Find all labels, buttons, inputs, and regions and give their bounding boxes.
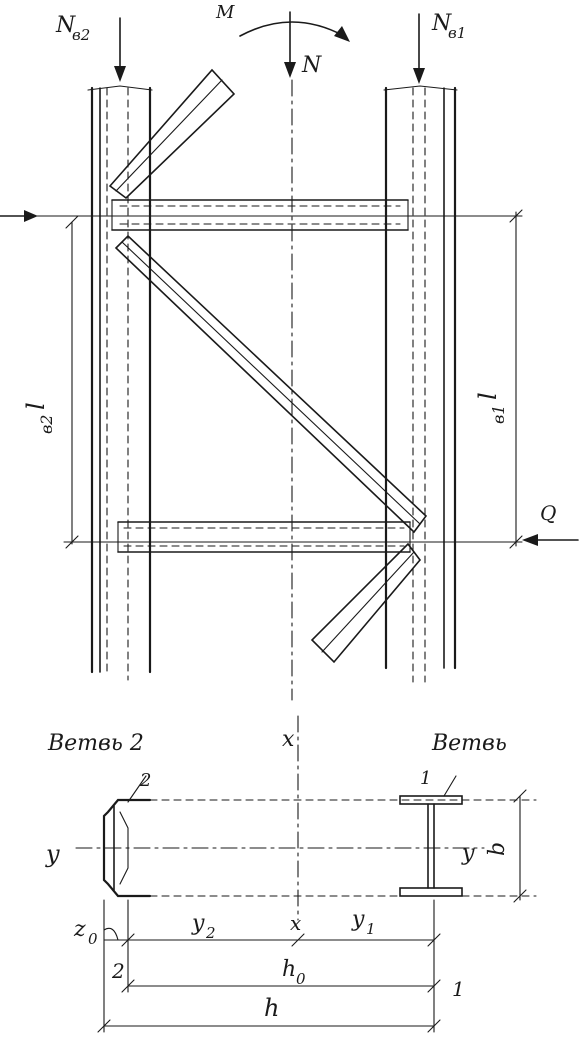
left-branch-elevation [90,86,152,681]
branch2-label: Ветвь 2 [47,731,144,756]
lower-strut [117,521,411,553]
shear-label: Q [540,501,556,525]
branch1-leader [443,775,457,797]
left-top-cut [87,85,153,91]
channel-section [102,798,152,898]
h0-label: h [282,957,296,982]
right-branch-elevation [384,86,457,683]
lb2-label: l [22,402,50,410]
moment-arc [239,21,345,37]
branch1-label: Ветвь [431,731,507,756]
h-label: h [264,994,279,1022]
branch2-leader [127,775,147,803]
lb2-label-group: l в2 [22,402,56,434]
y2-label: y [191,911,205,936]
z0-subscript: 0 [88,930,98,948]
upper-strut [111,199,409,231]
h0-subscript: 0 [296,970,306,988]
lb2-subscript: в2 [37,415,56,435]
nb2-label: N [55,13,76,38]
upper-diagonal-brace [108,68,236,200]
mark-2-bottom: 2 [111,959,125,983]
y1-subscript: 1 [366,920,376,938]
b-label: b [485,842,510,856]
x-axis-label-top: x [282,727,295,752]
y1-label: y [351,907,365,932]
lb1-label: l [474,392,502,400]
moment-label: M [215,2,235,23]
nb1-label: N [431,11,452,36]
mark-1-top: 1 [420,768,431,789]
y-axis-label-right: y [461,841,475,866]
main-diagonal-brace [114,234,428,534]
right-top-cut [383,85,458,91]
y2-subscript: 2 [205,924,216,942]
i-beam-section [399,795,463,897]
b-label-group: b [485,842,510,856]
z0-label: z [73,917,86,942]
left-load-arrowhead [24,210,38,222]
x-axis-label-bottom: x [290,911,301,935]
z0-arc [103,927,119,941]
lower-diagonal-brace [310,542,422,664]
axial-force-label: N [301,53,322,78]
nb1-subscript: в1 [448,24,466,42]
nb2-subscript: в2 [72,26,90,44]
lb1-subscript: в1 [489,405,508,425]
mark-2-top: 2 [139,770,151,791]
mark-1-bottom: 1 [452,977,465,1001]
lb1-label-group: l в1 [474,392,508,424]
y-axis-label-left: y [45,840,60,868]
